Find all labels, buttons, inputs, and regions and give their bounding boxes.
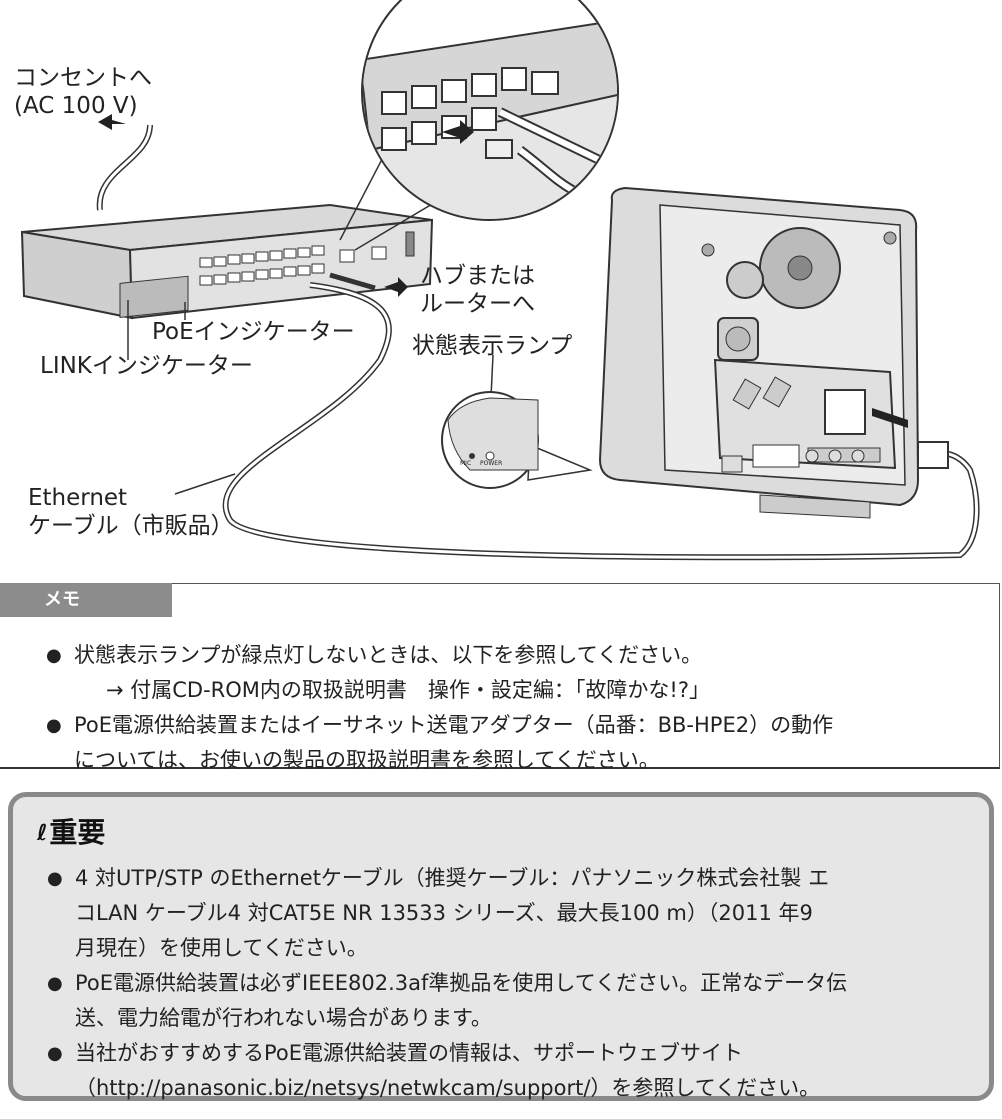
hub-arrow-icon <box>384 277 408 297</box>
connection-diagram: コンセントへ (AC 100 V) ハブまたは ルーターへ PoEインジケーター… <box>14 0 980 561</box>
important-title: ℓ重要 <box>37 811 105 851</box>
memo-item: ● 状態表示ランプが緑点灯しないときは、以下を参照してください。 <box>46 638 976 673</box>
link-indicator-label: LINKインジケーター <box>40 353 253 379</box>
hub-label-line1: ハブまたは <box>420 263 535 289</box>
outlet-arrow-icon <box>98 114 126 130</box>
important-line: 送、電力給電が行われない場合があります。 <box>75 1006 492 1030</box>
memo-box: メモ ● 状態表示ランプが緑点灯しないときは、以下を参照してください。 → 付属… <box>0 583 1000 772</box>
important-item: ● 当社がおすすめするPoE電源供給装置の情報は、サポートウェブサイト （htt… <box>47 1036 987 1106</box>
outlet-label-line2: (AC 100 V) <box>14 93 138 119</box>
poe-indicator-label: PoEインジケーター <box>152 319 355 345</box>
important-mark-icon: ℓ <box>37 821 48 846</box>
network-camera <box>598 186 949 519</box>
memo-heading: メモ <box>0 583 172 617</box>
memo-list: ● 状態表示ランプが緑点灯しないときは、以下を参照してください。 → 付属CD-… <box>46 638 976 778</box>
important-box: ℓ重要 ● 4 対UTP/STP のEthernetケーブル（推奨ケーブル：パナ… <box>8 792 994 1101</box>
memo-item-continuation: については、お使いの製品の取扱説明書を参照してください。 <box>74 748 660 772</box>
important-heading: 重要 <box>49 816 106 849</box>
important-line: コLAN ケーブル4 対CAT5E NR 13533 シリーズ、最大長100 m… <box>75 901 813 925</box>
hub-port-closeup <box>361 0 619 221</box>
memo-item-text: 状態表示ランプが緑点灯しないときは、以下を参照してください。 <box>74 643 703 667</box>
power-cable <box>96 124 153 211</box>
bullet-icon: ● <box>46 645 62 666</box>
bullet-icon: ● <box>47 1043 63 1064</box>
important-line: 当社がおすすめするPoE電源供給装置の情報は、サポートウェブサイト <box>75 1041 744 1065</box>
important-list: ● 4 対UTP/STP のEthernetケーブル（推奨ケーブル：パナソニック… <box>47 861 987 1106</box>
ethernet-cable-label: Ethernet ケーブル（市販品） <box>28 484 234 540</box>
ethernet-label-line2: ケーブル（市販品） <box>28 513 234 539</box>
poe-hub <box>20 203 434 320</box>
outlet-label-line1: コンセントへ <box>14 65 152 91</box>
important-line: （http://panasonic.biz/netsys/netwkcam/su… <box>75 1076 821 1100</box>
hub-label-line2: ルーターへ <box>420 291 535 317</box>
bullet-icon: ● <box>47 973 63 994</box>
bullet-icon: ● <box>46 715 62 736</box>
important-line: 月現在）を使用してください。 <box>75 936 368 960</box>
ethernet-label-line1: Ethernet <box>28 485 128 511</box>
memo-item: ● PoE電源供給装置またはイーサネット送電アダプター（品番：BB-HPE2）の… <box>46 708 976 743</box>
bullet-icon: ● <box>47 868 63 889</box>
important-item: ● 4 対UTP/STP のEthernetケーブル（推奨ケーブル：パナソニック… <box>47 861 987 966</box>
important-item: ● PoE電源供給装置は必ずIEEE802.3af準拠品を使用してください。正常… <box>47 966 987 1036</box>
outlet-label: コンセントへ (AC 100 V) <box>14 64 152 120</box>
insert-arrow-icon <box>442 120 474 144</box>
status-lamp-label: 状態表示ランプ <box>412 333 573 359</box>
memo-subitem: → 付属CD-ROM内の取扱説明書 操作・設定編：「故障かな!?」 <box>106 678 710 702</box>
hub-label: ハブまたは ルーターへ <box>420 262 535 318</box>
camera-insert-arrow-icon <box>872 408 908 428</box>
diagram-illustration <box>20 0 980 561</box>
important-line: PoE電源供給装置は必ずIEEE802.3af準拠品を使用してください。正常なデ… <box>75 971 848 995</box>
important-line: 4 対UTP/STP のEthernetケーブル（推奨ケーブル：パナソニック株式… <box>75 866 830 890</box>
lamp-power-label: POWER <box>480 460 503 467</box>
memo-item-text: PoE電源供給装置またはイーサネット送電アダプター（品番：BB-HPE2）の動作 <box>74 713 834 737</box>
status-lamp-closeup <box>441 391 539 489</box>
lamp-mic-label: MIC <box>460 460 472 467</box>
